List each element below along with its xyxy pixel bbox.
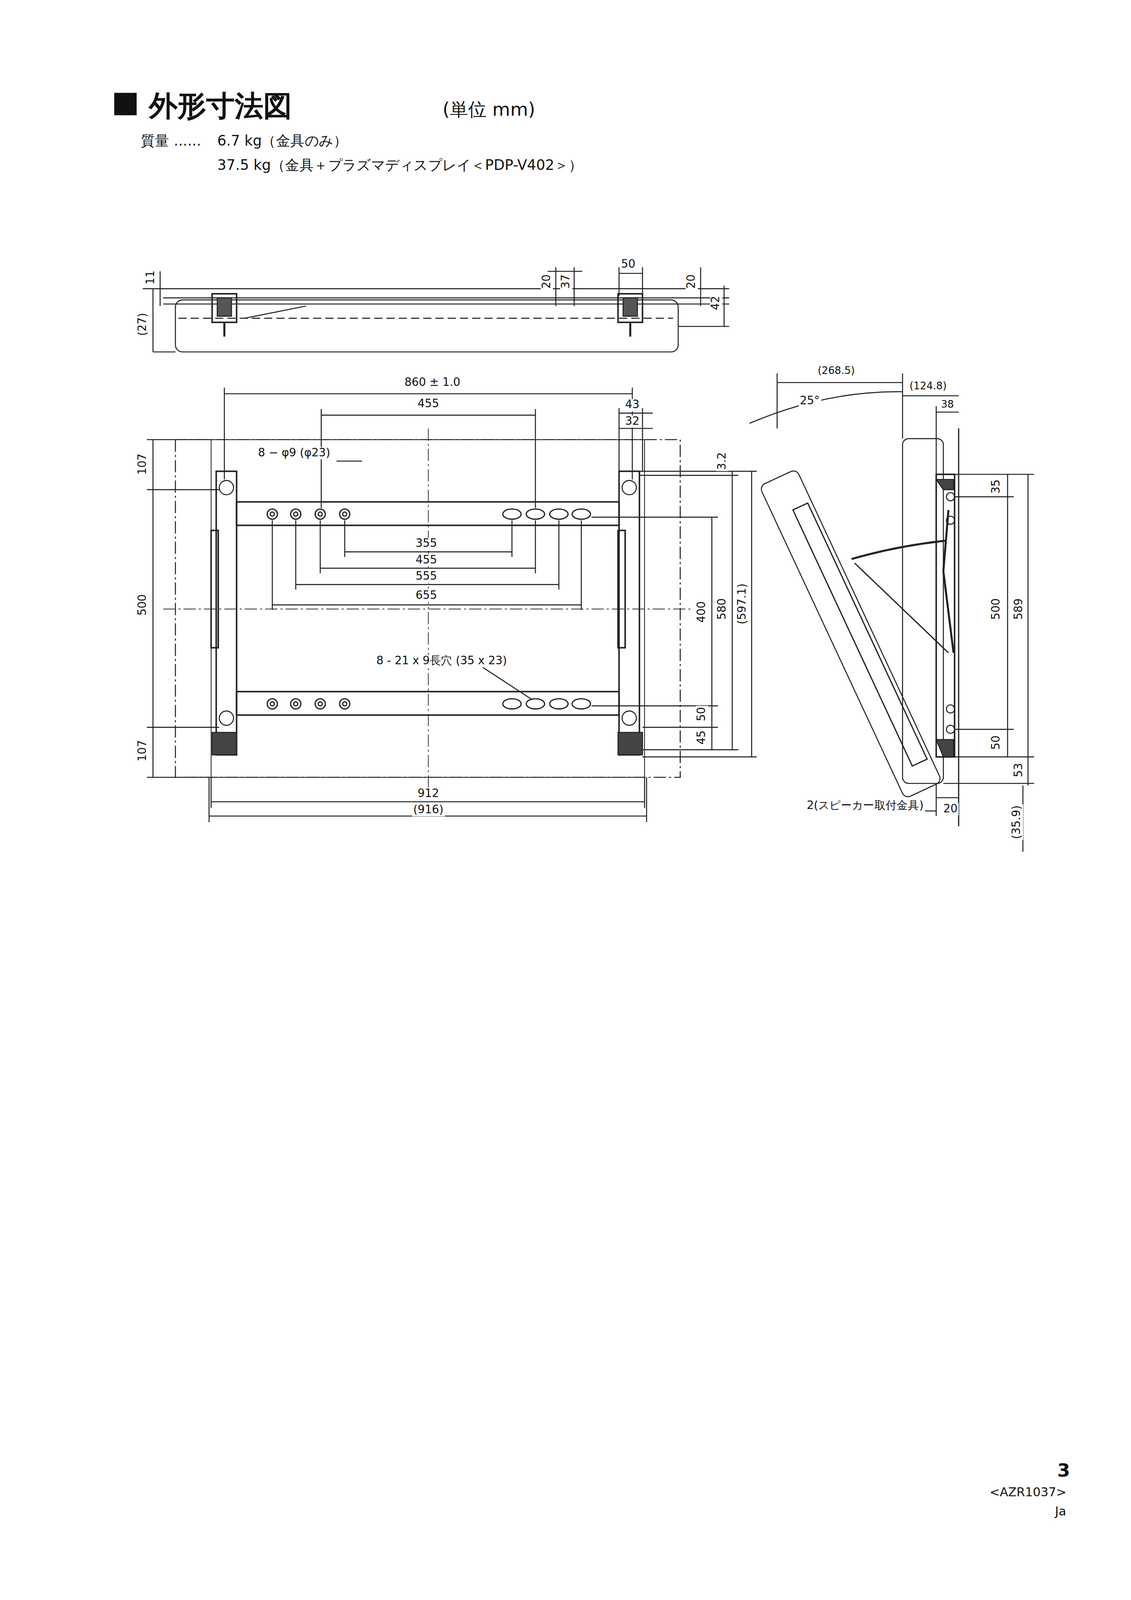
dimension: 589: [1012, 597, 1025, 621]
unit-note: (単位 mm): [441, 100, 537, 120]
part-callout: 2(スピーカー取付金具): [805, 799, 925, 812]
dimension: 50: [695, 705, 708, 723]
angle-dimension: 25°: [798, 394, 821, 407]
dimension: (124.8): [908, 381, 948, 392]
dimension: 32: [623, 415, 641, 428]
slot-note: 8 - 21 x 9長穴 (35 x 23): [375, 655, 508, 668]
dimension: 555: [414, 570, 438, 583]
dimension: 20: [540, 273, 553, 290]
dimension: 11: [145, 269, 158, 286]
dimension: 35: [990, 478, 1003, 495]
dimension: 107: [137, 452, 149, 476]
dimension: 355: [414, 537, 438, 550]
dimension: 500: [990, 597, 1003, 621]
dimension: 20: [942, 802, 959, 815]
document-code: <AZR1037>: [988, 1485, 1068, 1499]
dimension: (35.9): [1011, 804, 1024, 840]
dimension: (268.5): [816, 365, 856, 377]
dimension: 43: [623, 399, 641, 412]
dimension: 38: [939, 399, 955, 411]
dimension: (597.1): [736, 582, 749, 626]
dimension: 455: [416, 397, 441, 410]
dimension: 912: [416, 787, 441, 800]
dimension: 400: [695, 600, 708, 624]
dimension: (27): [137, 311, 149, 337]
dimension: 20: [685, 273, 698, 290]
dimension: 53: [1012, 761, 1025, 779]
dimension: (916): [412, 803, 445, 816]
dimension: 860 ± 1.0: [403, 376, 461, 389]
dimension: 455: [414, 553, 438, 566]
dimension: 50: [990, 734, 1003, 751]
hole-note: 8 − φ9 (φ23): [256, 446, 332, 459]
weight-value: 37.5 kg（金具＋プラズマディスプレイ＜PDP-V402＞）: [216, 157, 584, 173]
dimension: 45: [695, 729, 708, 746]
dimension: 655: [414, 589, 438, 602]
dimension: 580: [716, 597, 729, 621]
dimension: 37: [559, 273, 572, 290]
language-code: Ja: [1054, 1504, 1068, 1518]
weight-label: 質量 ......: [139, 133, 202, 149]
dimension: 3.2: [716, 451, 729, 472]
weight-value: 6.7 kg（金具のみ）: [216, 133, 349, 149]
dimension: 107: [137, 738, 149, 763]
dimension: 50: [620, 258, 637, 271]
page-number: 3: [1056, 1460, 1072, 1481]
dimension: 500: [137, 593, 149, 617]
page-title: 外形寸法図: [147, 90, 293, 121]
dimension: 42: [710, 294, 723, 312]
